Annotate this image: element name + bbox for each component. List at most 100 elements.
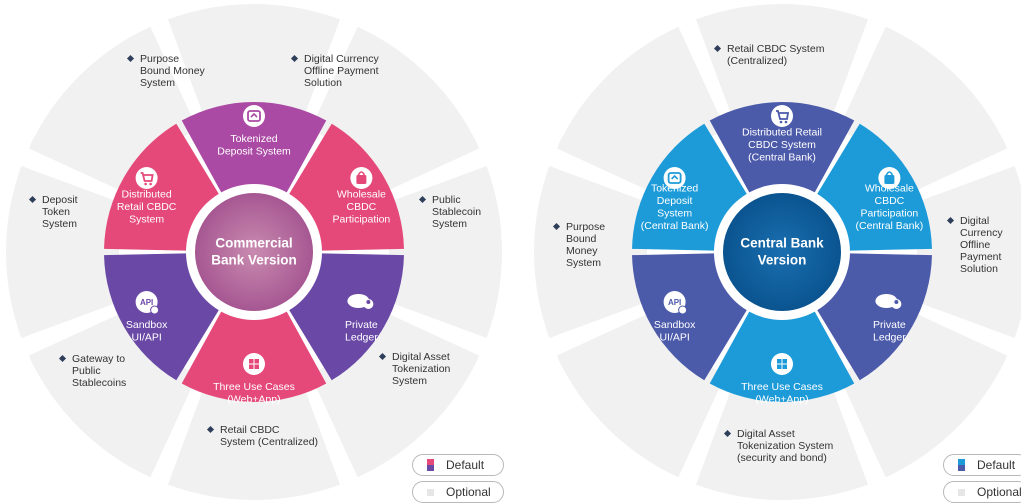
legend-default-left: Default: [412, 454, 504, 476]
cart-icon: [771, 105, 793, 127]
inner-segment: Three Use Cases(Web+App): [709, 311, 855, 406]
inner-segment-shape: [817, 253, 932, 381]
bullet-diamond-icon: [378, 352, 387, 361]
outer-segment: [534, 165, 656, 339]
grid-icon: [243, 353, 265, 375]
legend-optional-left: Optional: [412, 481, 504, 503]
default-swatch-icon: [427, 459, 434, 471]
legend-default-right: Default: [943, 454, 1021, 476]
optional-swatch-icon: [427, 488, 434, 496]
inner-segment-shape: [632, 123, 747, 251]
svg-text:API: API: [668, 298, 681, 307]
center-circle: [723, 193, 841, 311]
bullet-diamond-icon: [946, 216, 955, 225]
outer-label: Retail CBDC System(Centralized): [713, 43, 825, 67]
outer-segment: [167, 3, 341, 126]
default-swatch-icon: [958, 459, 965, 471]
svg-text:API: API: [140, 298, 153, 307]
inner-segment-shape: [289, 253, 404, 381]
inner-segment-shape: [817, 123, 932, 251]
legend-optional-label: Optional: [977, 485, 1021, 499]
bag-icon: [878, 167, 901, 189]
bullet-diamond-icon: [28, 195, 37, 204]
api-icon: API: [135, 291, 160, 315]
ledger-icon: [347, 294, 374, 309]
bullet-diamond-icon: [723, 429, 732, 438]
bullet-diamond-icon: [126, 54, 135, 63]
inner-segment-label: Three Use Cases(Web+App): [741, 381, 823, 406]
inner-segment-shape: [104, 123, 219, 251]
bullet-diamond-icon: [206, 425, 215, 434]
inner-segment-shape: [289, 123, 404, 251]
inner-segment-shape: [709, 102, 855, 193]
outer-segment: [908, 165, 1021, 339]
inner-segment-shape: [104, 253, 219, 381]
outer-label-text: Retail CBDC System(Centralized): [727, 43, 825, 67]
bag-icon: [350, 167, 373, 189]
outer-segment: [5, 165, 128, 339]
optional-swatch-icon: [958, 488, 965, 496]
bullet-diamond-icon: [290, 54, 299, 63]
legend-default-label: Default: [446, 458, 485, 472]
legend-default-label: Default: [977, 458, 1016, 472]
legend-optional-label: Optional: [446, 485, 491, 499]
tokenized-icon: [243, 105, 265, 127]
api-icon: API: [663, 291, 688, 315]
cart-icon: [135, 167, 158, 189]
bullet-diamond-icon: [552, 222, 561, 231]
inner-segment-shape: [632, 253, 747, 381]
legend-optional-right: Optional: [943, 481, 1021, 503]
inner-segment: Three Use Cases(Web+App): [181, 311, 327, 406]
bullet-diamond-icon: [713, 44, 722, 53]
ledger-icon: [875, 294, 902, 309]
inner-segment-shape: [181, 102, 327, 193]
bullet-diamond-icon: [418, 195, 427, 204]
bullet-diamond-icon: [58, 354, 67, 363]
inner-segment-label: Three Use Cases(Web+App): [213, 381, 295, 406]
outer-segment: [380, 165, 503, 339]
outer-segment: [695, 3, 869, 126]
tokenized-icon: [663, 167, 686, 189]
